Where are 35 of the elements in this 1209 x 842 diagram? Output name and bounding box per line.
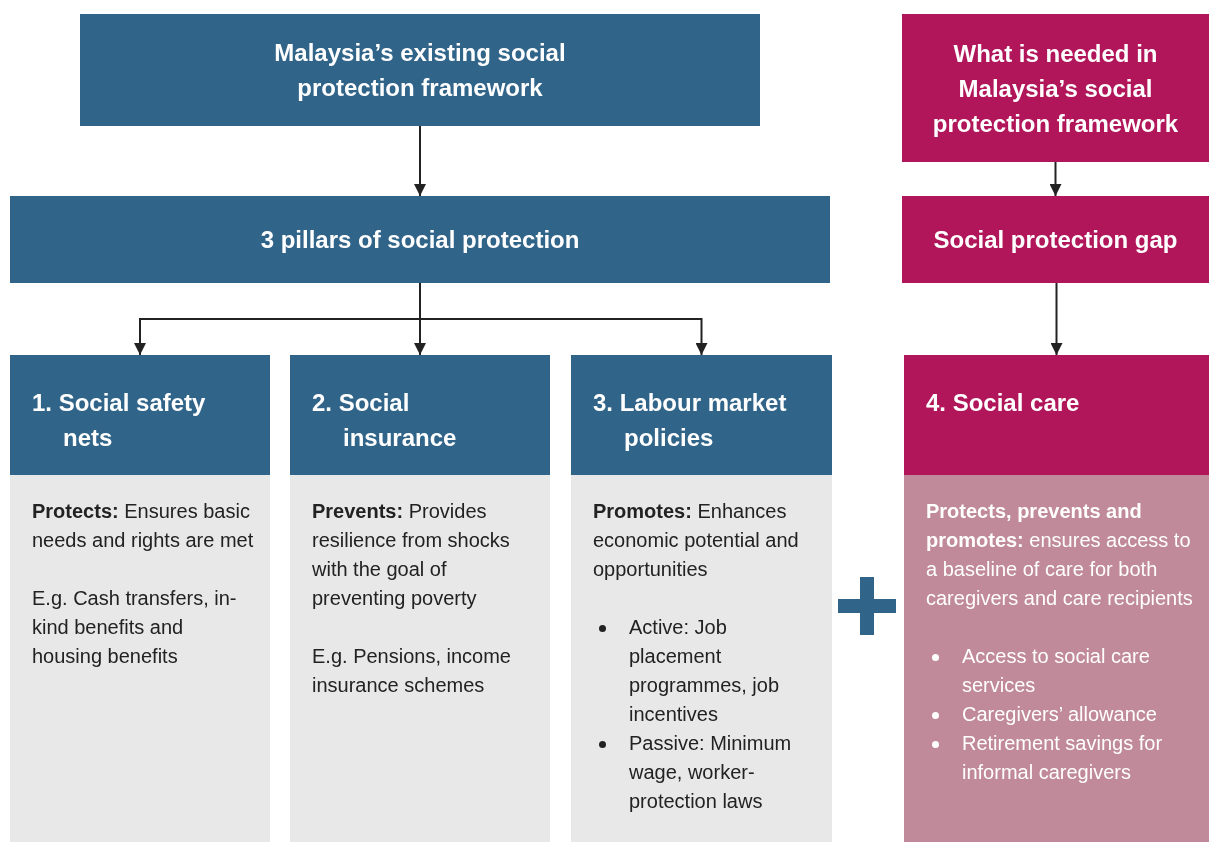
gap-banner [902, 196, 1209, 283]
bullet-item: Active: Job placement programmes, job incentives [629, 616, 780, 725]
pillar-title: 3. Labour market policies [593, 388, 788, 453]
arrow [414, 125, 426, 197]
pillar-header [904, 355, 1209, 475]
pillar-title: 4. Social care [926, 388, 1081, 418]
bullet-item: Passive: Minimum wage, worker-protection laws [629, 732, 792, 812]
description-text: Protects: Ensures basic needs and rights are met [32, 499, 255, 553]
description-panel [904, 475, 1209, 842]
arrow [419, 282, 708, 356]
title-box [80, 14, 760, 126]
heading-text: Malaysia’s existing social protection framework [273, 38, 567, 103]
pillar-banner [10, 196, 830, 283]
description-text: E.g. Pensions, income insurance schemes [312, 644, 512, 698]
bullet-item: Retirement savings for informal caregivers [962, 732, 1163, 783]
description-panel [290, 475, 550, 842]
bullet-item: Access to social care services [962, 645, 1150, 696]
bullet-item: Caregivers’ allowance [962, 703, 1157, 725]
pillar-title: 2. Social insurance [312, 388, 458, 453]
description-text: E.g. Cash transfers, in-kind benefits and housing benefits [32, 586, 238, 669]
description-text: Promotes: Enhances economic potential and opportunities [593, 499, 800, 582]
description-text: Prevents: Provides resilience from shocks with the goal of preventing poverty [312, 499, 511, 611]
pillar-header [290, 355, 550, 475]
description-panel [10, 475, 270, 842]
heading-text: Social protection gap [933, 225, 1178, 255]
pillar-header [10, 355, 270, 475]
pillar-title: 1. Social safety nets [32, 388, 207, 453]
title-box [902, 14, 1209, 162]
pillar-header [571, 355, 832, 475]
arrow [1050, 282, 1063, 356]
arrow [1049, 161, 1062, 197]
description-panel [571, 475, 832, 842]
heading-text: What is needed in Malaysia’s social protection framework [931, 38, 1180, 139]
description-text: Protects, prevents and promotes: ensures access to a baseline of care for both caregivers and care recipients [926, 499, 1194, 611]
heading-text: 3 pillars of social protection [260, 225, 580, 255]
